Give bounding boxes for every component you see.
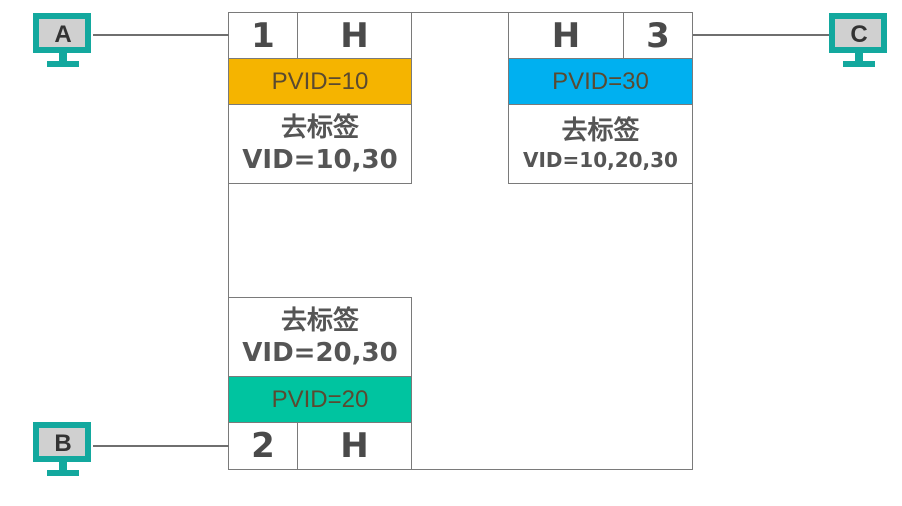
host-c: C <box>826 10 892 76</box>
port-1-vids: VID=10,30 <box>242 145 398 175</box>
port-1-untag-box: 去标签 VID=10,30 <box>228 104 412 184</box>
port-2-pvid: PVID=20 <box>228 376 412 423</box>
computer-icon: A <box>33 13 91 67</box>
link-b-port2 <box>93 445 229 447</box>
port-3-type: H <box>508 12 624 59</box>
host-a-label: A <box>54 21 71 48</box>
host-b-label: B <box>54 430 71 457</box>
port-1-number: 1 <box>228 12 298 59</box>
port-2-untag-box: 去标签 VID=20,30 <box>228 297 412 377</box>
port-2-type: H <box>297 422 412 470</box>
link-a-port1 <box>93 34 229 36</box>
port-3-pvid: PVID=30 <box>508 58 693 105</box>
host-a: A <box>30 10 96 76</box>
port-1-pvid: PVID=10 <box>228 58 412 105</box>
computer-icon: C <box>829 13 887 67</box>
port-3-number: 3 <box>623 12 693 59</box>
computer-icon: B <box>33 422 91 476</box>
port-2-number: 2 <box>228 422 298 470</box>
port-3-action: 去标签 <box>561 116 640 146</box>
port-2-action: 去标签 <box>280 306 359 336</box>
port-1-action: 去标签 <box>280 113 359 143</box>
port-3-untag-box: 去标签 VID=10,20,30 <box>508 104 693 184</box>
port-3-vids: VID=10,20,30 <box>523 148 678 172</box>
link-c-port3 <box>693 34 829 36</box>
port-2-vids: VID=20,30 <box>242 338 398 368</box>
host-c-label: C <box>850 21 867 48</box>
host-b: B <box>30 419 96 485</box>
port-1-type: H <box>297 12 412 59</box>
